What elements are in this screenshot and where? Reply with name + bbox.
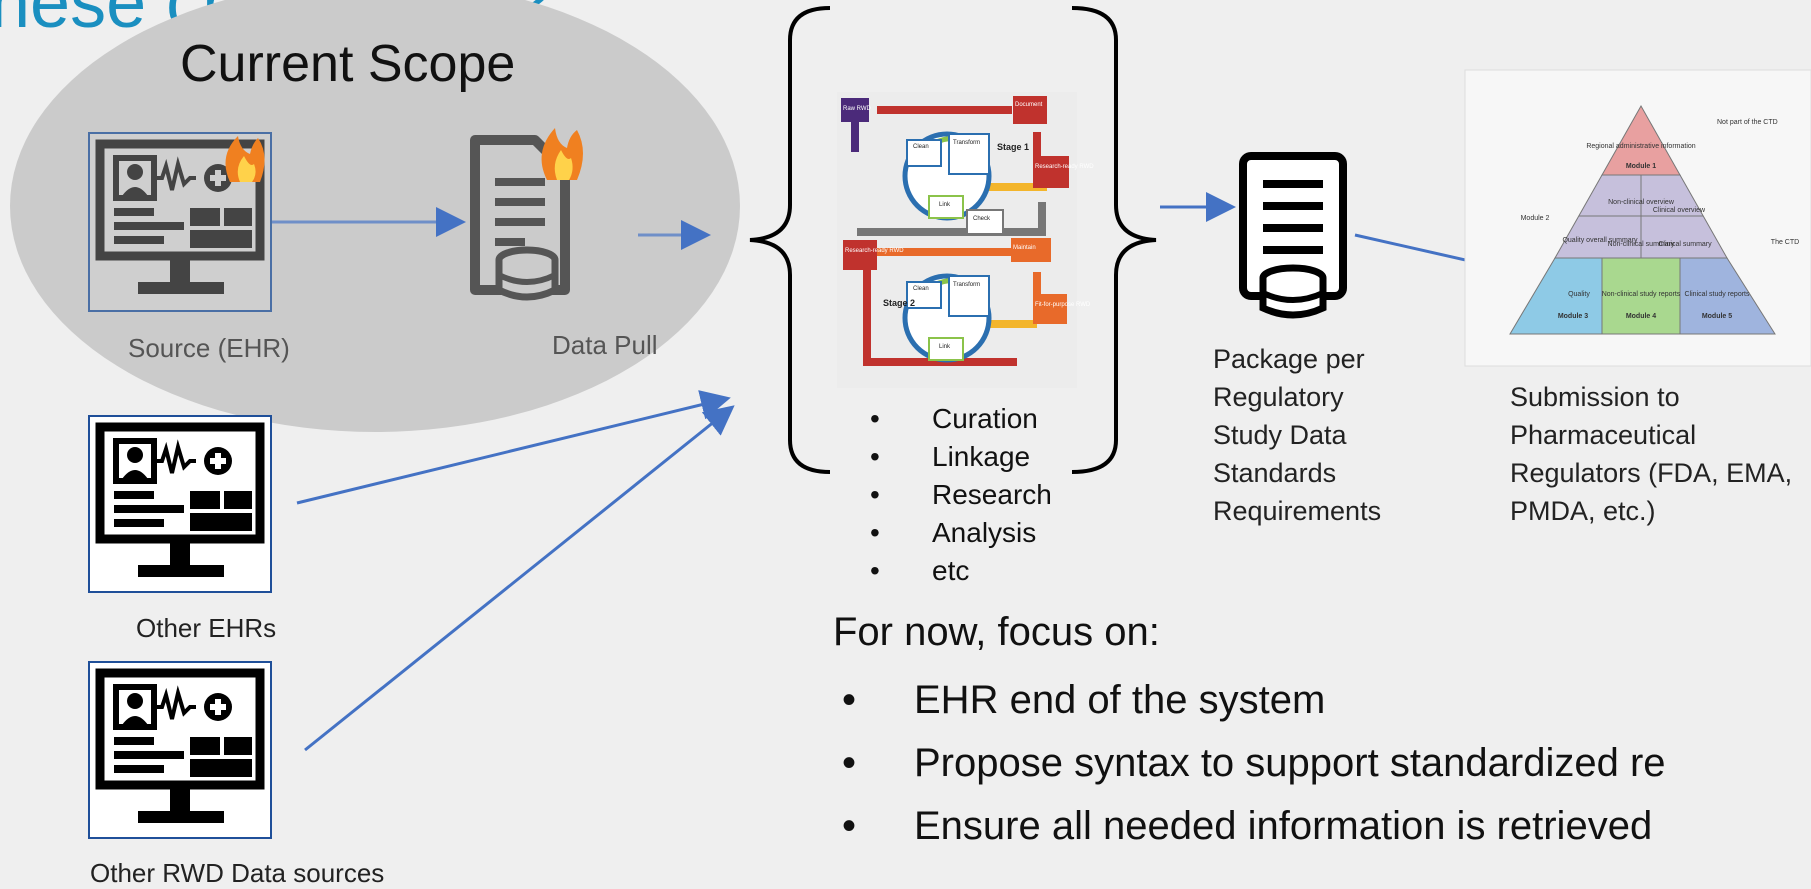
wf-research-ready-2: Research-ready RWD <box>845 248 904 254</box>
ctd-clinical-reports: Clinical study reports <box>1685 291 1750 298</box>
left-brace <box>749 6 831 474</box>
ctd-module5: Module 5 <box>1702 313 1732 320</box>
ctd-not-part: Not part of the CTD <box>1717 119 1778 126</box>
list-item: •etc <box>870 555 970 586</box>
current-scope-label: Current Scope <box>180 35 516 93</box>
ctd-pyramid-figure: Not part of the CTD Regional administrat… <box>1464 69 1811 367</box>
wf-raw: Raw RWD <box>843 106 872 112</box>
ctd-module4: Module 4 <box>1626 313 1656 320</box>
wf-check: Check <box>973 216 991 222</box>
arrow-other-ehrs-to-process <box>296 390 731 505</box>
fire-icon <box>225 136 265 182</box>
list-item: •Ensure all needed information is retrie… <box>842 804 1653 848</box>
other-ehrs-caption: Other EHRs <box>136 613 277 643</box>
source-ehr-caption: Source (EHR) <box>128 333 290 363</box>
list-item: •Linkage <box>870 441 1031 472</box>
ctd-quality: Quality <box>1568 291 1590 298</box>
wf-clean-2: Clean <box>913 286 929 292</box>
other-rwd-caption: Other RWD Data sources <box>90 858 385 888</box>
right-brace <box>1071 6 1157 474</box>
ctd-module2: Module 2 <box>1521 215 1550 222</box>
wf-transform-2: Transform <box>953 282 980 288</box>
package-document-database-icon <box>1239 152 1347 319</box>
ctd-nonclinical-summary: Non-clinical summary <box>1608 241 1675 248</box>
wf-stage2: Stage 2 <box>883 298 915 308</box>
list-item: •Propose syntax to support standardized … <box>842 741 1666 785</box>
ctd-the-ctd: The CTD <box>1771 239 1799 246</box>
data-pull-document-database-icon <box>470 128 583 301</box>
ctd-module3: Module 3 <box>1558 313 1588 320</box>
list-item: •EHR end of the system <box>842 678 1326 722</box>
source-ehr-box <box>88 132 272 312</box>
list-item: •Research <box>870 479 1052 510</box>
ehr-monitor-icon <box>95 136 265 294</box>
ehr-monitor-icon <box>95 668 265 823</box>
ctd-module1: Module 1 <box>1626 163 1656 170</box>
ctd-nonclinical-reports: Non-clinical study reports <box>1602 291 1681 298</box>
fire-icon <box>541 128 583 180</box>
focus-list: •EHR end of the system •Propose syntax t… <box>842 669 1666 858</box>
wf-fit-for-purpose: Fit-for-purpose RWD <box>1035 302 1091 308</box>
ctd-clinical-summary: Clinical summary <box>1658 241 1712 248</box>
data-pull-caption: Data Pull <box>552 330 658 360</box>
ctd-nonclinical-overview: Non-clinical overview <box>1608 199 1675 206</box>
process-steps-list: •Curation •Linkage •Research •Analysis •… <box>870 400 1052 590</box>
ctd-clinical-overview: Clinical overview <box>1653 207 1706 214</box>
wf-maintain: Maintain <box>1013 245 1036 251</box>
rwd-workflow-figure: Raw RWD Document Research-ready RWD Rese… <box>837 92 1094 388</box>
arrow-other-rwd-to-process <box>304 405 735 752</box>
submission-caption: Submission to Pharmaceutical Regulators … <box>1510 382 1793 526</box>
ehr-monitor-icon <box>95 422 265 577</box>
ctd-quality-summary: Quality overall summary <box>1562 237 1638 244</box>
other-ehrs-box <box>88 415 272 593</box>
ctd-module1-text: Regional administrative information <box>1586 143 1695 150</box>
package-caption: Package per Regulatory Study Data Standa… <box>1213 344 1382 526</box>
wf-clean: Clean <box>913 144 929 150</box>
wf-transform: Transform <box>953 140 980 146</box>
wf-document: Document <box>1015 102 1043 108</box>
focus-heading: For now, focus on: <box>833 610 1160 654</box>
other-rwd-box <box>88 661 272 839</box>
wf-stage1: Stage 1 <box>997 142 1029 152</box>
wf-link: Link <box>939 202 951 208</box>
list-item: •Curation <box>870 403 1038 434</box>
list-item: •Analysis <box>870 517 1037 548</box>
wf-link-2: Link <box>939 344 951 350</box>
wf-research-ready: Research-ready RWD <box>1035 164 1094 170</box>
